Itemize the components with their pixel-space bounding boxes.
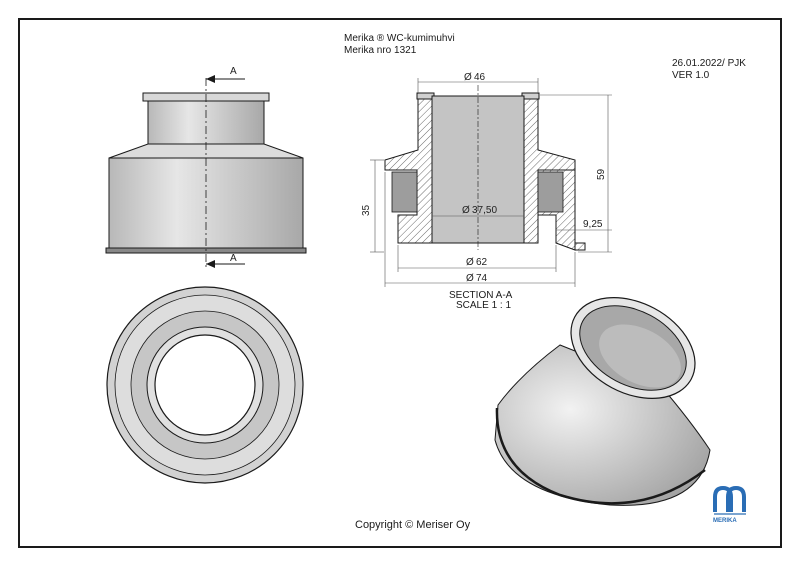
title-line-2: Merika nro 1321 bbox=[344, 45, 417, 56]
groove-left bbox=[391, 171, 418, 213]
section-arrow-top bbox=[206, 75, 215, 83]
title-line-1: Merika ® WC-kumimuhvi bbox=[344, 33, 455, 44]
revision-version: VER 1.0 bbox=[672, 70, 710, 81]
merika-logo: MERIKA bbox=[713, 485, 746, 524]
iso-bottom-lip bbox=[495, 407, 706, 505]
dim-wall-offset: 9,25 bbox=[583, 219, 603, 230]
logo-arch-left bbox=[713, 485, 733, 512]
section-wall-left bbox=[384, 94, 433, 244]
dim-symbol-62: Ø bbox=[466, 257, 474, 268]
dim-inner-diameter: 37,50 bbox=[472, 205, 497, 216]
isometric-view bbox=[494, 297, 711, 506]
section-label-bottom: A bbox=[230, 253, 237, 264]
dim-height: 59 bbox=[596, 168, 607, 180]
section-arrow-bottom bbox=[206, 260, 215, 268]
revision-date: 26.01.2022/ PJK bbox=[672, 58, 746, 69]
iso-bore-inner bbox=[599, 324, 681, 388]
section-view: Ø 46 Ø 37,50 Ø 62 Ø 74 59 35 9,25 bbox=[361, 72, 612, 287]
drawing-frame bbox=[18, 18, 782, 548]
section-rim-left bbox=[416, 92, 435, 100]
front-body bbox=[108, 157, 304, 250]
dim-outer-diameter: 74 bbox=[476, 273, 488, 284]
section-rim-right bbox=[521, 92, 540, 100]
dim-base-inner-diameter: 62 bbox=[476, 257, 488, 268]
dim-lower-height: 35 bbox=[361, 204, 372, 216]
dim-symbol-46: Ø bbox=[464, 72, 472, 83]
dim-symbol-74: Ø bbox=[466, 273, 474, 284]
dim-top-diameter: 46 bbox=[474, 72, 486, 83]
copyright-text: Copyright © Meriser Oy bbox=[355, 519, 471, 531]
dim-symbol-37: Ø bbox=[462, 205, 470, 216]
section-scale: SCALE 1 : 1 bbox=[456, 300, 512, 311]
logo-arch-right bbox=[726, 485, 746, 512]
logo-text: MERIKA bbox=[713, 518, 737, 524]
top-view bbox=[106, 286, 304, 484]
top-bore bbox=[154, 334, 256, 436]
section-caption: SECTION A-A bbox=[449, 290, 513, 301]
groove-right bbox=[537, 171, 564, 213]
front-view: A A bbox=[105, 66, 307, 268]
section-label-top: A bbox=[230, 66, 237, 77]
